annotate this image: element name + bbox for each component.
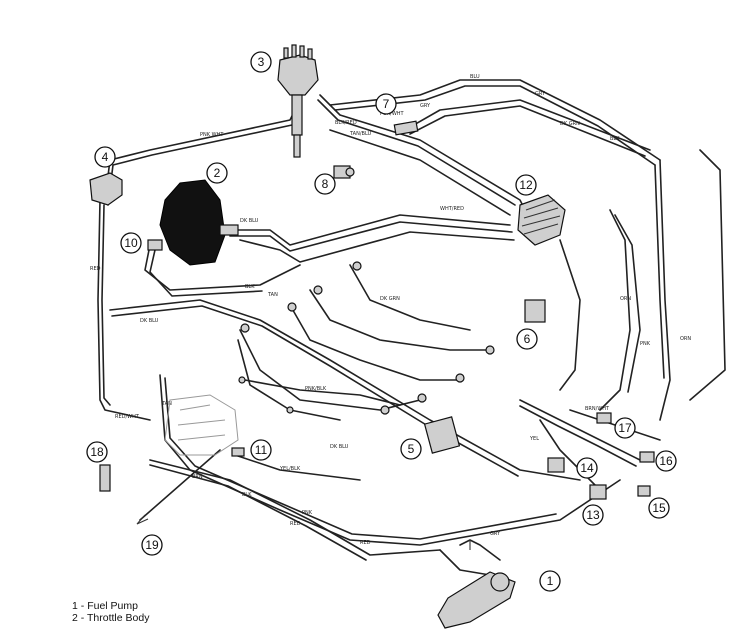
callout-number: 11 [255, 443, 268, 457]
legend-item: 1 - Fuel Pump [72, 600, 149, 612]
callout-number: 18 [90, 445, 104, 459]
relay-14 [547, 457, 565, 473]
wire-label: TAN [267, 292, 278, 298]
wire-label: RED/WHT [115, 414, 140, 420]
wire-label-group: PNK WHT BLU GRY GRY BLK/RED PUR/WHT TAN/… [90, 74, 691, 546]
connector-6 [524, 299, 546, 323]
sensor-10 [147, 239, 163, 251]
wire-label: RED [90, 266, 101, 272]
callout-1: 1 [539, 570, 561, 592]
legend-number: 1 [72, 600, 78, 612]
callout-number: 7 [383, 97, 390, 111]
legend-number: 2 [72, 612, 78, 624]
wire-label: GRY [490, 531, 501, 537]
callout-5: 5 [400, 438, 422, 460]
wire-label: TAN/BLU [349, 131, 371, 137]
callout-number: 5 [408, 442, 415, 456]
callout-6: 6 [516, 328, 538, 350]
callout-8: 8 [314, 173, 336, 195]
wire-label: DK GRN [560, 121, 580, 127]
callout-number: 14 [580, 461, 594, 475]
callout-number: 19 [145, 538, 159, 552]
callout-number: 15 [652, 501, 666, 515]
wire-label: BLU [470, 74, 480, 80]
wire-label: BLK [610, 136, 620, 142]
wire-label: PNK/BLK [305, 386, 327, 392]
callout-2: 2 [206, 162, 228, 184]
ecm-module [517, 194, 566, 246]
wire-label: DK GRN [380, 296, 400, 302]
callout-17: 17 [614, 417, 636, 439]
callout-number: 13 [586, 508, 600, 522]
callout-4: 4 [94, 146, 116, 168]
connector-15 [637, 485, 651, 497]
callout-18: 18 [86, 441, 108, 463]
connector-18 [99, 464, 111, 492]
callout-19: 19 [141, 534, 163, 556]
callout-number: 2 [214, 166, 221, 180]
callout-number: 10 [124, 236, 138, 250]
connector-17 [596, 412, 612, 424]
callout-10: 10 [120, 232, 142, 254]
callout-15: 15 [648, 497, 670, 519]
callout-14: 14 [576, 457, 598, 479]
wire-label: DK BLU [140, 318, 159, 324]
callout-11: 11 [250, 439, 272, 461]
wire-label: BLK [245, 284, 255, 290]
wire-label: GRY [535, 91, 546, 97]
wire-label: YEL [529, 436, 539, 442]
wire-label: PUR/WHT [380, 111, 405, 117]
injector-group [238, 261, 495, 415]
wire-label: WHT/RED [440, 206, 464, 212]
wire-label: BRN/WHT [585, 406, 610, 412]
wire-harness [97, 79, 726, 576]
callout-number: 16 [659, 454, 673, 468]
wire-label: DK BLU [240, 218, 259, 224]
callout-number: 12 [519, 178, 533, 192]
legend: 1 - Fuel Pump 2 - Throttle Body [72, 600, 149, 624]
wire-label: ORN [680, 336, 691, 342]
fuel-pump [437, 571, 516, 629]
wire-label: RED [290, 521, 301, 527]
callout-12: 12 [515, 174, 537, 196]
wire-label: YEL/BLK [279, 466, 301, 472]
wire-label: DK BLU [330, 444, 349, 450]
callout-number: 4 [102, 150, 109, 164]
callout-number: 1 [547, 574, 554, 588]
wire-label: PNK [640, 341, 651, 347]
legend-item: 2 - Throttle Body [72, 612, 149, 624]
sensor-8 [333, 165, 355, 179]
callout-13: 13 [582, 504, 604, 526]
wire-label: BLK/RED [335, 120, 357, 126]
sensor-11 [231, 447, 245, 457]
engine-block [164, 394, 239, 456]
callout-7: 7 [375, 93, 397, 115]
wire-label: GRY [420, 103, 431, 109]
module-5 [423, 416, 461, 454]
legend-separator: - [80, 600, 88, 612]
callout-number: 6 [524, 332, 531, 346]
callout-16: 16 [655, 450, 677, 472]
callout-number: 8 [322, 177, 329, 191]
wire-label: PNK [302, 510, 313, 516]
sensor-4 [89, 172, 123, 206]
legend-label: Throttle Body [87, 612, 150, 624]
wire-label: ORN [620, 296, 631, 302]
wire-label: BRN [192, 474, 203, 480]
legend-separator: - [80, 612, 87, 624]
callout-3: 3 [250, 51, 272, 73]
wire-label: RED [360, 540, 371, 546]
legend-label: Fuel Pump [87, 600, 138, 612]
callout-number: 17 [618, 421, 632, 435]
wire-label: BLK [242, 492, 252, 498]
throttle-body [159, 179, 239, 266]
sensor-7 [393, 120, 419, 136]
wire-label: PNK WHT [200, 132, 224, 138]
distributor [277, 44, 319, 158]
wire-label: TAN [161, 401, 172, 407]
connector-16 [639, 451, 655, 463]
callout-number: 3 [258, 55, 265, 69]
relay-13 [589, 484, 607, 500]
